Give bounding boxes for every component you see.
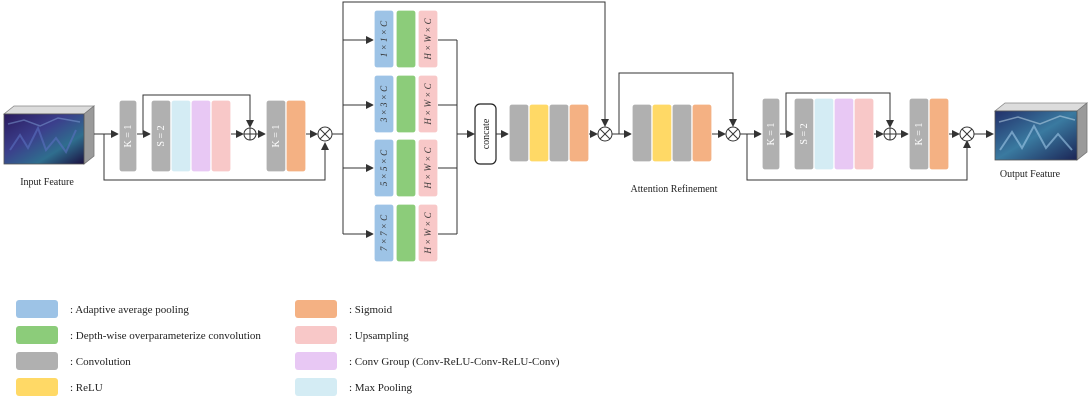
multiply-operator — [317, 126, 333, 142]
legend: : Adaptive average pooling : Depth-wise o… — [16, 300, 560, 396]
conv-k1-label: K = 1 — [123, 125, 134, 148]
hwc-label-1: H × W × C — [423, 17, 433, 60]
dwo-conv-1 — [395, 9, 417, 69]
pool-7x7-label: 7 × 7 × C — [379, 214, 389, 251]
output-feature-map — [993, 102, 1089, 161]
attn-sigmoid — [691, 103, 713, 163]
hwc-label-3: H × W × C — [423, 146, 433, 189]
add-operator — [243, 127, 257, 141]
legend-label-green: : Depth-wise overparameterize convolutio… — [70, 330, 261, 342]
adaptive-pool-3x3 — [373, 74, 395, 134]
fusion-sigmoid — [568, 103, 590, 163]
upsampling-block — [210, 99, 232, 173]
conv-k1-label-3: K = 1 — [766, 123, 777, 146]
concate-label: concate — [481, 118, 492, 149]
pool-1x1-label: 1 × 1 × C — [379, 20, 389, 57]
input-feature-map — [2, 105, 96, 165]
input-feature-label: Input Feature — [20, 177, 74, 188]
hwc-label-4: H × W × C — [423, 211, 433, 254]
conv-group-block-2 — [833, 97, 855, 171]
legend-label-blue: : Adaptive average pooling — [70, 304, 189, 316]
upsample-4 — [417, 203, 439, 263]
adaptive-pool-5x5 — [373, 138, 395, 198]
legend-label-pink: : Upsampling — [349, 330, 409, 342]
upsample-1 — [417, 9, 439, 69]
legend-swatch-yellow — [16, 378, 58, 396]
conv-s2-label: S = 2 — [156, 125, 167, 146]
conv-k1-label-4: K = 1 — [914, 123, 925, 146]
fusion-conv-1 — [508, 103, 530, 163]
conv-k1-label-2: K = 1 — [271, 125, 282, 148]
max-pooling-block — [170, 99, 192, 173]
upsampling-block-2 — [853, 97, 875, 171]
pool-5x5-label: 5 × 5 × C — [379, 149, 389, 186]
dwo-conv-3 — [395, 138, 417, 198]
attn-relu — [651, 103, 673, 163]
multiply-operator-4 — [959, 126, 975, 142]
add-operator-2 — [883, 127, 897, 141]
legend-swatch-blue — [16, 300, 58, 318]
attn-conv-1 — [631, 103, 653, 163]
sigmoid-block-2 — [928, 97, 950, 171]
pool-3x3-label: 3 × 3 × C — [379, 85, 389, 123]
dwo-conv-4 — [395, 203, 417, 263]
legend-label-gray: : Convolution — [70, 356, 131, 368]
adaptive-pool-1x1 — [373, 9, 395, 69]
legend-label-cyan: : Max Pooling — [349, 382, 412, 394]
sigmoid-block — [285, 99, 307, 173]
dwo-conv-2 — [395, 74, 417, 134]
multiply-operator-2 — [597, 126, 613, 142]
legend-swatch-green — [16, 326, 58, 344]
legend-swatch-orange — [295, 300, 337, 318]
legend-swatch-cyan — [295, 378, 337, 396]
conv-s2-label-2: S = 2 — [799, 123, 810, 144]
legend-swatch-purple — [295, 352, 337, 370]
legend-swatch-gray — [16, 352, 58, 370]
hwc-label-2: H × W × C — [423, 82, 433, 125]
legend-swatch-pink — [295, 326, 337, 344]
upsample-2 — [417, 74, 439, 134]
attention-refinement-label: Attention Refinement — [631, 184, 718, 195]
output-feature-label: Output Feature — [1000, 169, 1061, 180]
legend-label-orange: : Sigmoid — [349, 304, 393, 316]
conv-k1-block — [118, 99, 138, 173]
fusion-conv-2 — [548, 103, 570, 163]
conv-group-block — [190, 99, 212, 173]
fusion-relu — [528, 103, 550, 163]
attn-conv-2 — [671, 103, 693, 163]
legend-label-purple: : Conv Group (Conv-ReLU-Conv-ReLU-Conv) — [349, 356, 560, 368]
max-pooling-block-2 — [813, 97, 835, 171]
legend-label-yellow: : ReLU — [70, 382, 103, 394]
adaptive-pool-7x7 — [373, 203, 395, 263]
multiply-operator-3 — [725, 126, 741, 142]
